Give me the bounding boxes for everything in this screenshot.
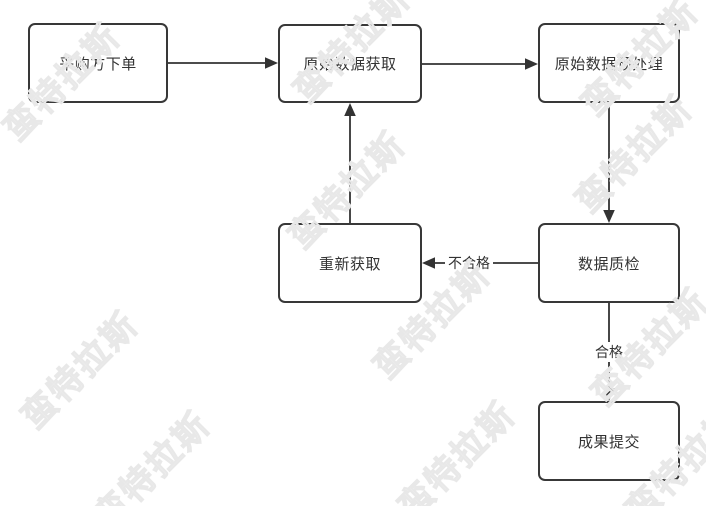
arrowhead-right-icon (525, 58, 538, 70)
edge-label-pass: 合格 (592, 342, 626, 362)
edge-reacquire-to-acquisition (344, 103, 356, 223)
arrowhead-up-icon (344, 103, 356, 116)
edge-preprocessing-to-qualitycheck (603, 103, 615, 223)
edge-order-to-acquisition (168, 57, 278, 69)
arrowhead-down-icon (603, 210, 615, 223)
node-data-quality-check: 数据质检 (538, 223, 680, 303)
edge-label-fail: 不合格 (445, 253, 493, 273)
node-place-order: 采购方下单 (28, 23, 168, 103)
edge-acquisition-to-preprocessing (422, 58, 538, 70)
arrowhead-left-icon (422, 257, 435, 269)
node-re-acquire: 重新获取 (278, 223, 422, 303)
node-raw-data-preprocessing: 原始数据预处理 (538, 23, 680, 103)
node-raw-data-acquisition: 原始数据获取 (278, 24, 422, 103)
arrowhead-down-icon (603, 388, 615, 401)
node-result-submission: 成果提交 (538, 401, 680, 481)
arrowhead-right-icon (265, 57, 278, 69)
